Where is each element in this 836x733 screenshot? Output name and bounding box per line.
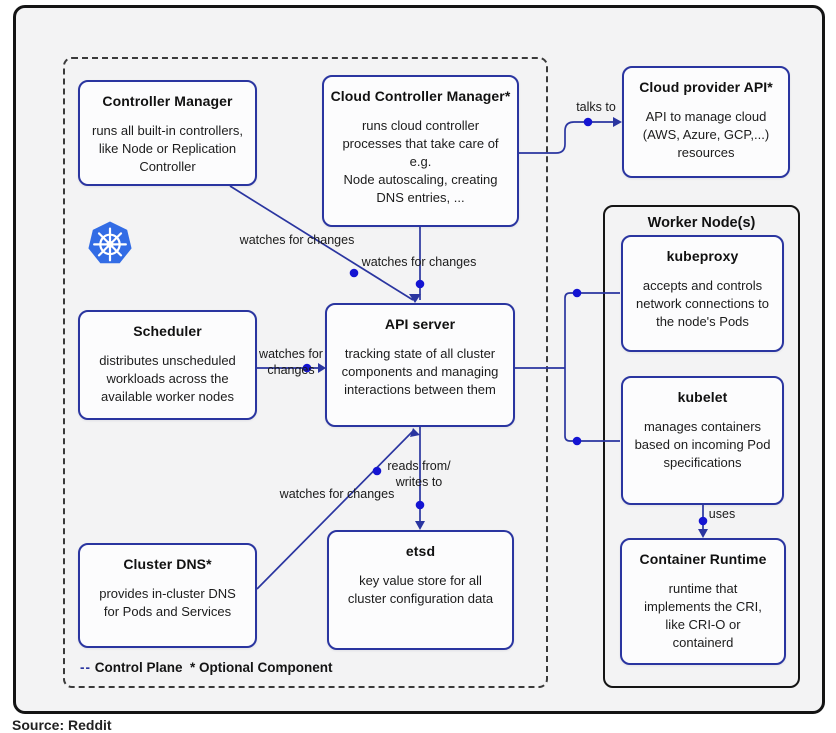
label-uses: uses — [708, 507, 736, 521]
kubelet-box: kubelet manages containers based on inco… — [621, 376, 784, 505]
kubeproxy-box: kubeproxy accepts and controls network c… — [621, 235, 784, 352]
scheduler-body: distributes unscheduled workloads across… — [99, 353, 236, 404]
legend-dash-symbol: -- — [80, 660, 91, 675]
kubelet-title: kubelet — [677, 389, 728, 405]
legend-control-plane-label: Control Plane — [94, 660, 183, 675]
scheduler-title: Scheduler — [133, 323, 202, 339]
cloud-provider-api-box: Cloud provider API* API to manage cloud … — [622, 66, 790, 178]
worker-node-title: Worker Node(s) — [647, 215, 756, 231]
cluster-dns-title: Cluster DNS* — [123, 556, 212, 572]
cluster-dns-body: provides in-cluster DNS for Pods and Ser… — [99, 586, 236, 619]
label-watches-scheduler: watches for changes — [259, 347, 323, 377]
api-server-title: API server — [384, 316, 456, 332]
cloud-provider-api-body: API to manage cloud (AWS, Azure, GCP,...… — [642, 109, 770, 160]
label-watches-dns: watches for changes — [279, 487, 395, 501]
controller-manager-title: Controller Manager — [102, 93, 233, 109]
label-watches-ccm: watches for changes — [361, 255, 477, 269]
label-watches-cm: watches for changes — [239, 233, 355, 247]
api-server-body: tracking state of all cluster components… — [341, 346, 499, 397]
etsd-body: key value store for all cluster configur… — [347, 573, 494, 606]
etsd-title: etsd — [405, 543, 436, 559]
kubeproxy-title: kubeproxy — [666, 248, 739, 264]
label-talks-to: talks to — [576, 100, 616, 114]
cluster-dns-box: Cluster DNS* provides in-cluster DNS for… — [78, 543, 257, 648]
legend-control-plane: -- Control Plane — [80, 660, 183, 675]
controller-manager-body: runs all built-in controllers, like Node… — [91, 123, 243, 174]
container-runtime-title: Container Runtime — [639, 551, 767, 567]
legend-optional-component: * Optional Component — [190, 660, 333, 675]
worker-node-region: Worker Node(s) — [603, 205, 800, 688]
api-server-box: API server tracking state of all cluster… — [325, 303, 515, 427]
label-reads-writes: reads from/ writes to — [387, 459, 451, 489]
kubelet-body: manages containers based on incoming Pod… — [634, 419, 771, 470]
container-runtime-body: runtime that implements the CRI, like CR… — [644, 581, 762, 650]
scheduler-box: Scheduler distributes unscheduled worklo… — [78, 310, 257, 420]
kubeproxy-body: accepts and controls network connections… — [636, 278, 769, 329]
cloud-controller-manager-body: runs cloud controller processes that tak… — [342, 118, 499, 205]
kubernetes-logo-icon — [88, 221, 132, 264]
cloud-controller-manager-box: Cloud Controller Manager* runs cloud con… — [322, 75, 519, 227]
source-caption: Source: Reddit — [12, 717, 112, 733]
cloud-controller-manager-title: Cloud Controller Manager* — [330, 88, 511, 104]
cloud-provider-api-title: Cloud provider API* — [639, 79, 773, 95]
container-runtime-box: Container Runtime runtime that implement… — [620, 538, 786, 665]
controller-manager-box: Controller Manager runs all built-in con… — [78, 80, 257, 186]
etsd-box: etsd key value store for all cluster con… — [327, 530, 514, 650]
